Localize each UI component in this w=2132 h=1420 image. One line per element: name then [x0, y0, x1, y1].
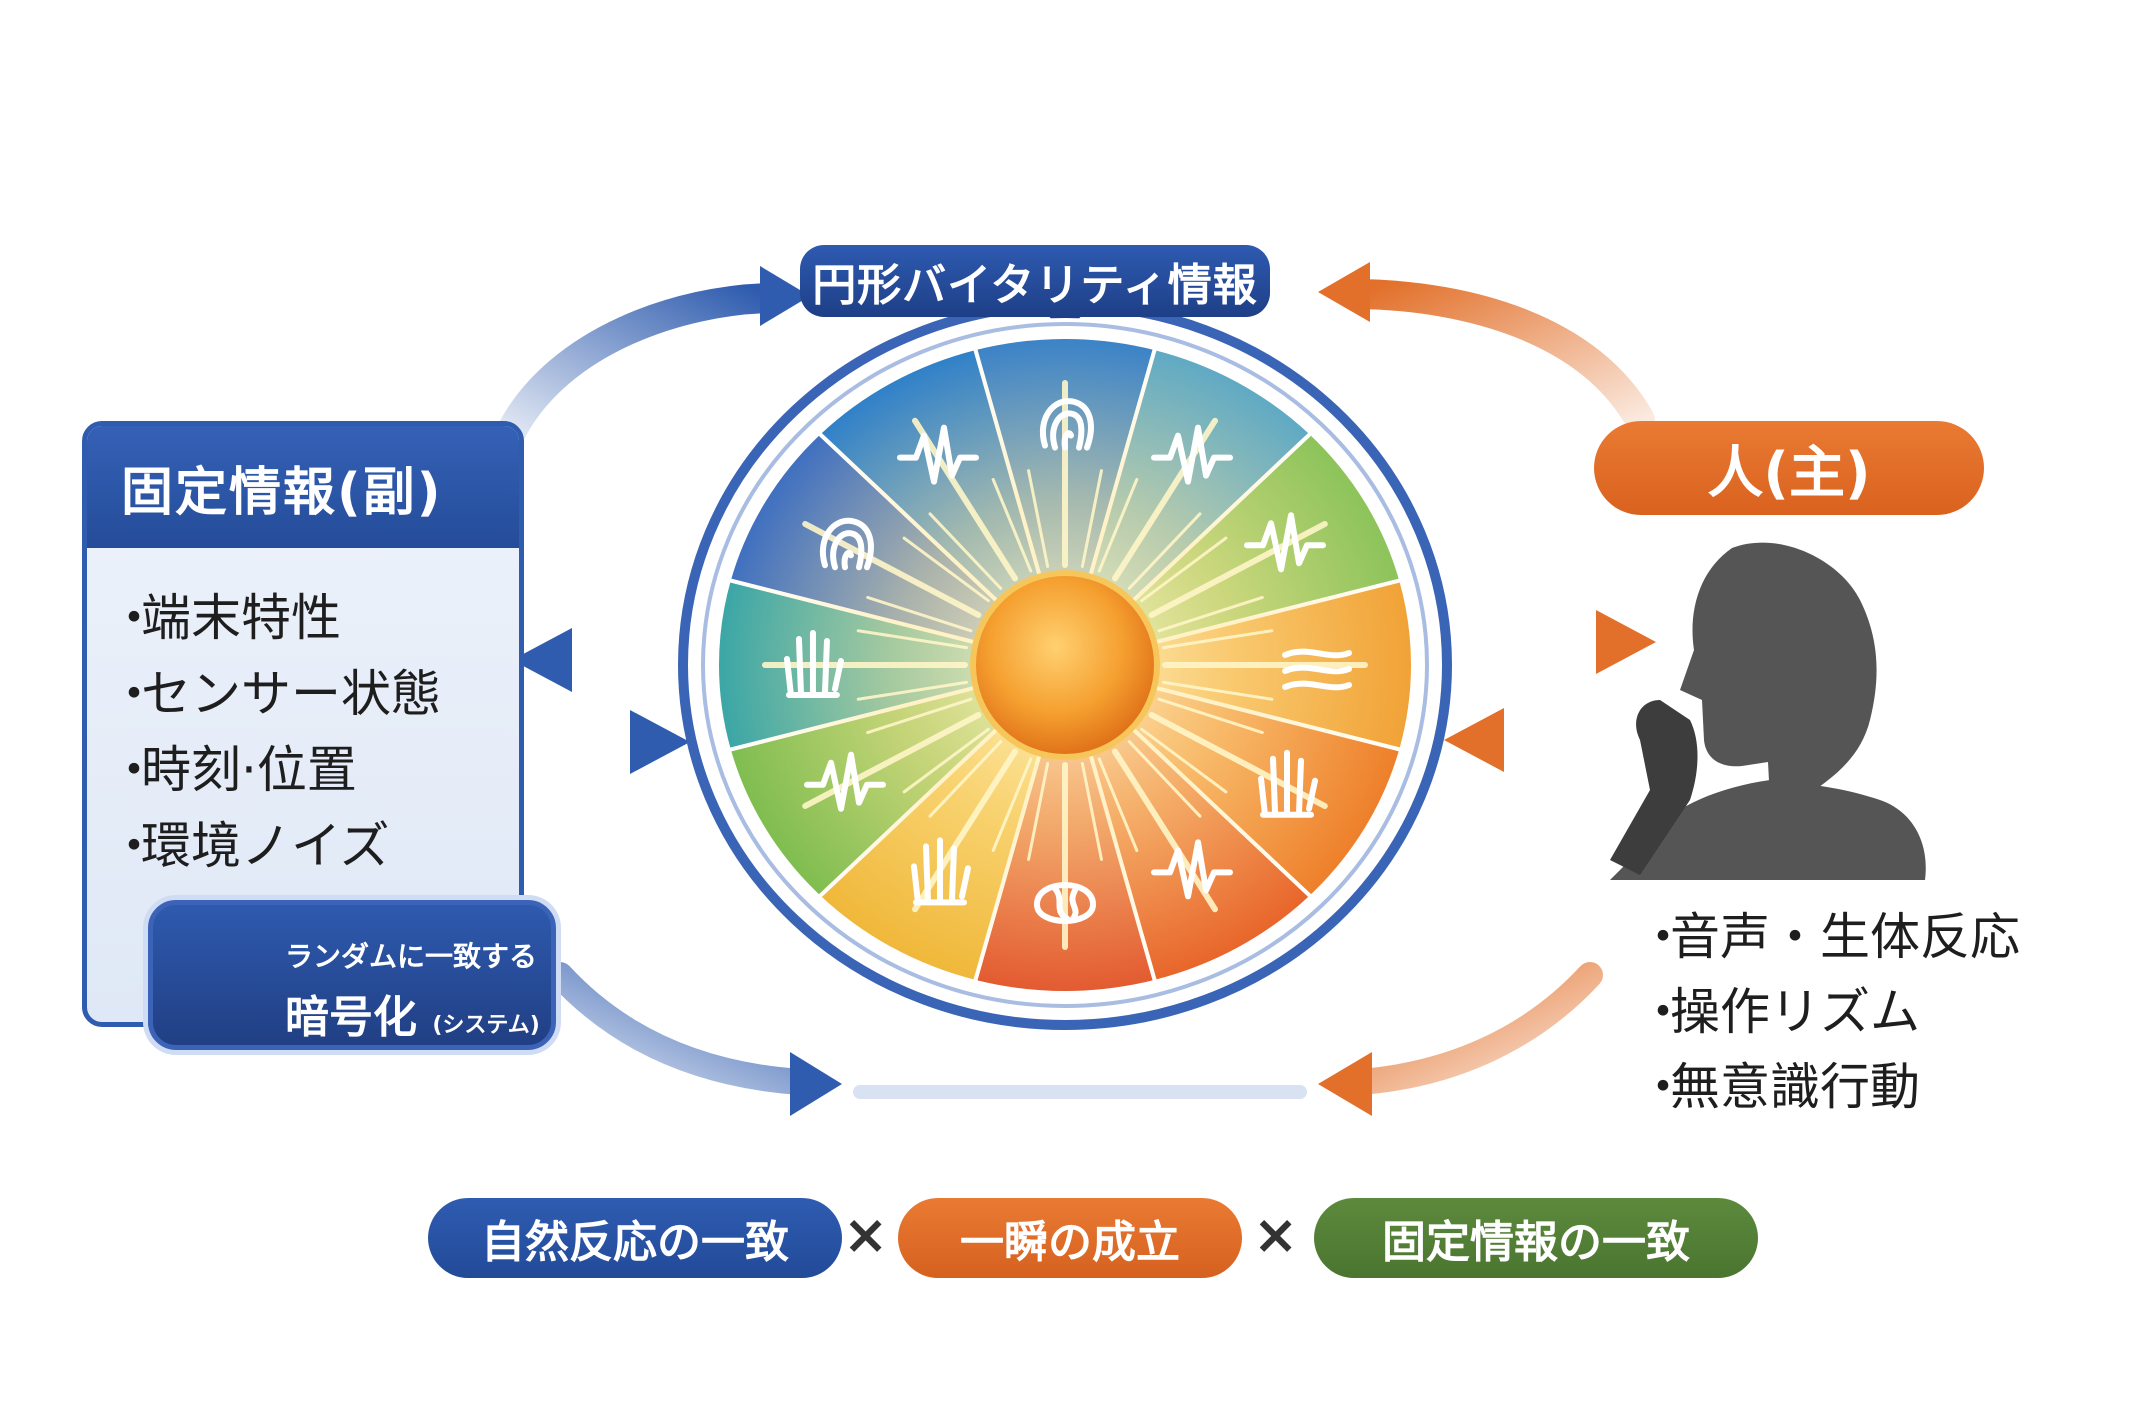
- sun-ray: [1161, 680, 1274, 701]
- encryption-badge-main-text: 暗号化: [285, 992, 417, 1043]
- vitality-wheel: [678, 300, 1452, 1030]
- sun-ray: [866, 595, 973, 633]
- sun-ray: [856, 629, 969, 650]
- sun-ray: [1027, 761, 1050, 861]
- sound-wave-icon: [1151, 424, 1234, 485]
- person-info-item: 無意識行動: [1638, 1050, 2020, 1125]
- person-info-item: 音声・生体反応: [1638, 900, 2020, 975]
- brain-icon: [1034, 882, 1096, 924]
- sun-ray: [928, 740, 1003, 818]
- fixed-info-panel: 固定情報(副) 端末特性 センサー状態 時刻·位置 環境ノイズ: [82, 421, 524, 1027]
- sun-ray: [1157, 595, 1264, 633]
- sun-ray: [902, 536, 990, 603]
- formula-term-1: 自然反応の一致: [481, 1217, 789, 1268]
- formula-term-3: 固定情報の一致: [1382, 1217, 1690, 1268]
- sun-ray: [1127, 512, 1202, 590]
- fixed-info-item: 時刻·位置: [109, 732, 519, 808]
- formula-natural-reaction: 自然反応の一致: [428, 1198, 842, 1278]
- encryption-badge: ランダムに一致する 暗号化 (システム): [148, 900, 556, 1050]
- sun-ray: [1140, 536, 1228, 603]
- pulse-wave-icon: [803, 751, 886, 812]
- encryption-badge-line1: ランダムに一致する: [285, 940, 538, 973]
- arrowhead-top-right: [1318, 262, 1370, 322]
- vitality-banner-title: 円形バイタリティ情報: [812, 260, 1258, 311]
- person-info-item: 操作リズム: [1638, 975, 2020, 1050]
- sun-ray: [1027, 469, 1050, 569]
- fixed-info-item: 端末特性: [109, 580, 519, 656]
- voice-wave-icon: [896, 424, 979, 485]
- sun-ray: [991, 478, 1033, 573]
- sun-ray: [928, 512, 1003, 590]
- arrowhead-bottom-right: [1318, 1052, 1372, 1116]
- arc-top-right: [1345, 279, 1655, 435]
- sun-ray: [1127, 740, 1202, 818]
- fingerprint-icon: [819, 517, 874, 571]
- fixed-info-title: 固定情報(副): [87, 426, 519, 548]
- arrowhead-to-wheel-right: [1444, 708, 1504, 772]
- arrowhead-bottom-left: [790, 1052, 842, 1116]
- pulse-wave-icon: [1244, 512, 1327, 573]
- formula-operator-1: ×: [843, 1203, 889, 1266]
- sun-ray: [1161, 629, 1274, 650]
- sun-ray: [1080, 469, 1103, 569]
- fingerprint-icon: [1040, 398, 1094, 451]
- encryption-badge-line2: 暗号化 (システム): [285, 981, 540, 1045]
- arrowhead-to-wheel-left: [630, 710, 690, 774]
- person-silhouette: [1610, 542, 1926, 880]
- sun-ray: [1097, 478, 1139, 573]
- formula-term-2: 一瞬の成立: [960, 1217, 1180, 1268]
- sun-ray: [1148, 712, 1328, 809]
- sun-ray: [1157, 697, 1264, 735]
- sun-ray: [991, 757, 1033, 852]
- heartbeat-icon: [1151, 839, 1234, 900]
- arrowhead-to-left: [512, 628, 572, 692]
- person-title-pill: 人(主): [1594, 421, 1984, 515]
- gesture-icon: [783, 630, 844, 698]
- sun-ray: [802, 521, 982, 618]
- sun-ray: [902, 727, 990, 794]
- sun-ray: [866, 697, 973, 735]
- arc-bottom-right: [1347, 962, 1603, 1095]
- sun-ray: [912, 417, 1018, 582]
- person-title: 人(主): [1707, 440, 1871, 506]
- person-info-list: 音声・生体反応 操作リズム 無意識行動: [1638, 900, 2020, 1125]
- formula-fixed-info: 固定情報の一致: [1314, 1198, 1758, 1278]
- sun-ray: [1097, 757, 1139, 852]
- sun-ray: [1112, 748, 1218, 913]
- encryption-badge-suffix: (システム): [432, 1013, 540, 1038]
- hand-icon: [1258, 749, 1319, 818]
- fixed-info-item: 環境ノイズ: [109, 808, 519, 884]
- arrowhead-top-left: [760, 266, 810, 326]
- sun-ray: [1080, 761, 1103, 861]
- sun-ray: [856, 680, 969, 701]
- arc-top-left: [497, 283, 785, 445]
- formula-operator-2: ×: [1253, 1203, 1299, 1266]
- arc-bottom-left: [547, 962, 813, 1095]
- fixed-info-list: 端末特性 センサー状態 時刻·位置 環境ノイズ: [87, 548, 519, 884]
- fixed-info-item: センサー状態: [109, 656, 519, 732]
- sun-ray: [1140, 727, 1228, 794]
- formula-instant: 一瞬の成立: [898, 1198, 1242, 1278]
- vitality-banner: 円形バイタリティ情報: [800, 245, 1270, 317]
- sun-ray: [912, 748, 1018, 913]
- breath-icon: [1282, 648, 1353, 691]
- arrowhead-to-person: [1596, 610, 1656, 674]
- hand-icon: [910, 837, 971, 906]
